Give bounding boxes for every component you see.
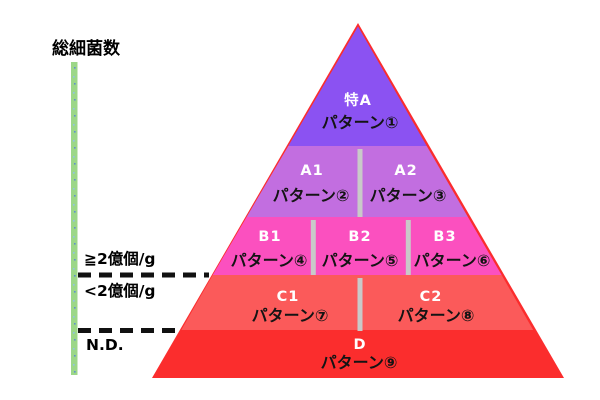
pyramid-tier-a-shape: [246, 146, 468, 217]
cell-pattern-6: パターン⑥: [414, 251, 491, 270]
cell-name-b3: B3: [433, 229, 456, 245]
divider-b1-b2: [310, 220, 316, 275]
pyramid-tier-b-shape: [212, 217, 502, 275]
divider-a1-a2: [357, 149, 363, 217]
cell-name-toku-a: 特A: [344, 91, 372, 109]
cell-name-c1: C1: [277, 289, 300, 305]
cell-pattern-3: パターン③: [370, 186, 447, 205]
threshold-label-high: ≧2億個/g: [84, 249, 156, 268]
cell-pattern-5: パターン⑤: [322, 251, 399, 270]
cell-pattern-9: パターン⑨: [321, 353, 398, 372]
cell-name-a2: A2: [394, 163, 417, 179]
cell-pattern-1: パターン①: [322, 113, 399, 132]
cell-name-b1: B1: [258, 229, 281, 245]
pyramid-tier-c-shape: [181, 275, 534, 330]
divider-c1-c2: [357, 278, 363, 331]
cell-name-a1: A1: [300, 163, 323, 179]
cell-pattern-4: パターン④: [231, 251, 308, 270]
divider-b2-b3: [405, 220, 411, 275]
threshold-label-low: <2億個/g: [84, 281, 156, 300]
cell-name-d: D: [353, 337, 366, 353]
cell-name-b2: B2: [348, 229, 371, 245]
threshold-label-nd: N.D.: [86, 336, 124, 354]
cell-name-c2: C2: [420, 289, 443, 305]
axis-title: 総細菌数: [52, 38, 121, 59]
cell-pattern-2: パターン②: [273, 186, 350, 205]
cell-pattern-8: パターン⑧: [398, 306, 475, 325]
cell-pattern-7: パターン⑦: [252, 306, 329, 325]
pyramid-tier-toku-a-shape: [288, 26, 427, 146]
bacteria-scale-bar: [71, 62, 78, 375]
